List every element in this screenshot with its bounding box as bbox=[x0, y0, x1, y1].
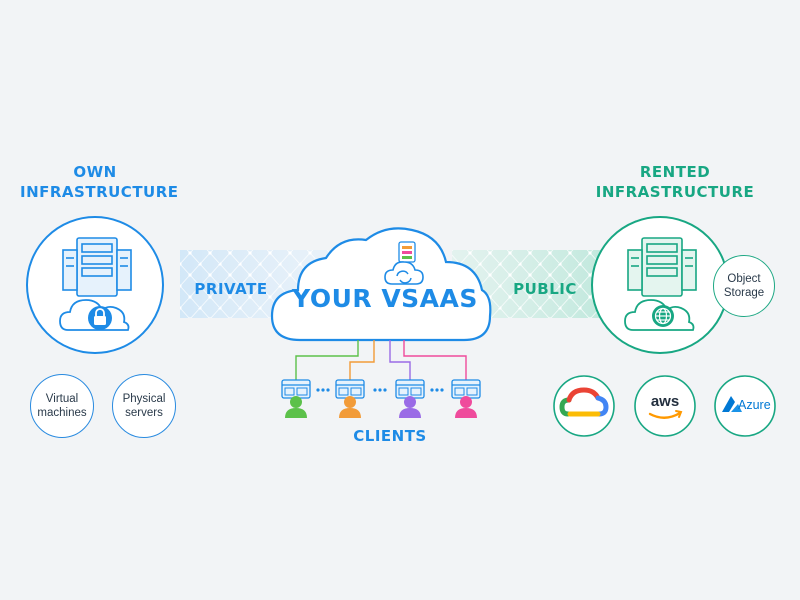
server-rack-icon bbox=[62, 237, 132, 297]
client-1 bbox=[281, 379, 311, 418]
globe-cloud-icon bbox=[624, 299, 695, 331]
virtual-machines-label: Virtual machines bbox=[37, 393, 87, 419]
object-storage-circle: Object Storage bbox=[713, 255, 775, 317]
cloud-sync-servers-icon bbox=[384, 241, 424, 285]
lock-cloud-icon bbox=[59, 299, 130, 331]
client-separator-dots bbox=[316, 388, 444, 392]
rented-infrastructure-heading: RENTED INFRASTRUCTURE bbox=[590, 162, 760, 202]
own-infrastructure-heading: OWN INFRASTRUCTURE bbox=[20, 162, 179, 202]
physical-servers-label: Physical servers bbox=[122, 393, 166, 419]
azure-label: Azure bbox=[738, 398, 771, 412]
heading-line: OWN bbox=[73, 163, 117, 181]
google-cloud-logo bbox=[553, 375, 615, 437]
aws-label: aws bbox=[650, 393, 680, 410]
client-3 bbox=[395, 379, 425, 418]
client-connections bbox=[295, 340, 467, 382]
aws-logo bbox=[634, 375, 696, 437]
public-label: PUBLIC bbox=[513, 280, 577, 298]
heading-line: INFRASTRUCTURE bbox=[20, 183, 179, 201]
own-infrastructure-circle bbox=[26, 216, 164, 354]
rented-infrastructure-circle bbox=[591, 216, 729, 354]
server-rack-green-icon bbox=[627, 237, 697, 297]
object-storage-label: Object Storage bbox=[723, 273, 765, 299]
azure-logo bbox=[714, 375, 776, 437]
private-label: PRIVATE bbox=[194, 280, 268, 298]
heading-line: INFRASTRUCTURE bbox=[595, 183, 755, 201]
clients-label: CLIENTS bbox=[353, 427, 427, 445]
physical-servers-circle: Physical servers bbox=[112, 374, 176, 438]
vsaas-cloud bbox=[270, 227, 492, 342]
vsaas-title: YOUR VSAAS bbox=[292, 284, 478, 313]
heading-line: RENTED bbox=[639, 163, 711, 181]
client-2 bbox=[335, 379, 365, 418]
client-4 bbox=[451, 379, 481, 418]
virtual-machines-circle: Virtual machines bbox=[30, 374, 94, 438]
